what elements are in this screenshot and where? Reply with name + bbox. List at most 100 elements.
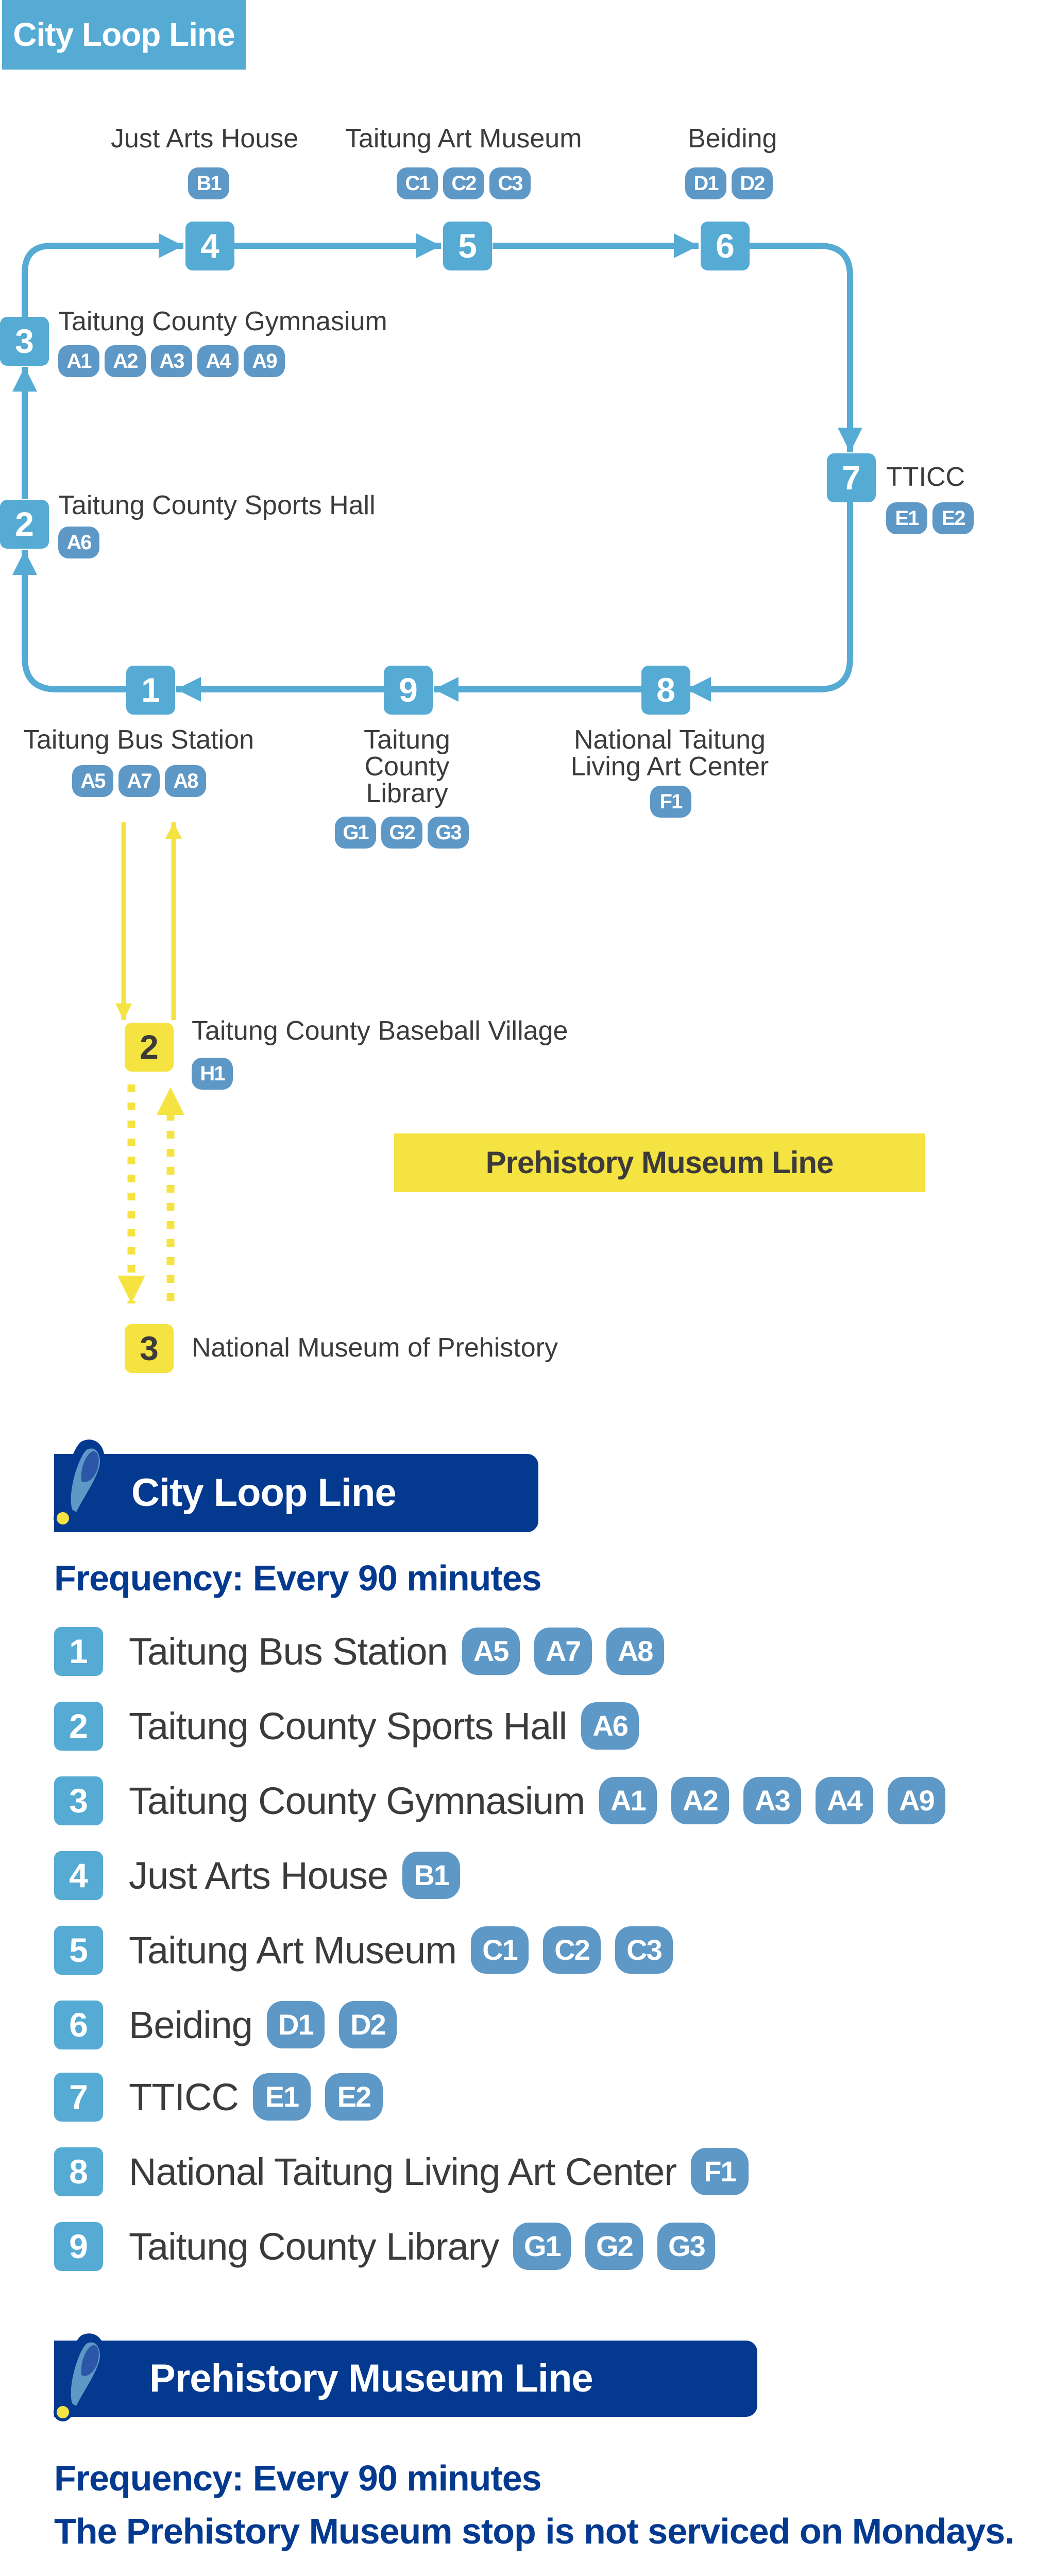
map-station-4-marker[interactable]: 4: [185, 222, 234, 270]
station-name: Taitung County Library: [129, 2225, 499, 2268]
map-station-3-name: Taitung County Gymnasium: [58, 307, 387, 336]
stop-badge: B1: [188, 167, 229, 199]
city-loop-list-item: 7 TTICC E1 E2: [54, 2071, 383, 2123]
map-station-6-name: Beiding: [688, 124, 777, 154]
loop-segment-6-7: [750, 243, 862, 452]
prehistory-frequency: Frequency: Every 90 minutes: [54, 2458, 542, 2498]
stop-badge: F1: [690, 2148, 749, 2195]
stop-badge: A9: [244, 345, 285, 377]
name-line: Library: [366, 778, 448, 808]
prehistory-map-title: Prehistory Museum Line: [394, 1133, 925, 1192]
map-prehistory-station-2-marker[interactable]: 2: [125, 1023, 174, 1072]
stop-badge: F1: [650, 786, 691, 818]
stop-badge: A7: [534, 1628, 592, 1675]
name-line: Living Art Center: [570, 752, 769, 782]
stop-badge: G1: [513, 2223, 571, 2270]
stop-badge: A6: [581, 1702, 639, 1750]
city-loop-list-item: 6 Beiding D1 D2: [54, 1999, 397, 2050]
map-station-1-marker[interactable]: 1: [126, 666, 175, 715]
city-loop-list-item: 1 Taitung Bus Station A5 A7 A8: [54, 1625, 664, 1677]
station-stops: F1: [690, 2148, 749, 2195]
map-prehistory-station-3-name: National Museum of Prehistory: [192, 1333, 558, 1363]
map-station-6-stops: D1 D2: [685, 167, 773, 199]
stop-badge: A1: [599, 1777, 657, 1824]
stop-badge: A7: [118, 765, 160, 797]
map-station-7-marker[interactable]: 7: [827, 453, 876, 502]
stop-badge: A8: [165, 765, 206, 797]
prehistory-section-title: Prehistory Museum Line: [149, 2357, 593, 2400]
stop-badge: G3: [428, 817, 469, 849]
stop-badge: E2: [325, 2073, 383, 2121]
stop-badge: D1: [685, 167, 726, 199]
city-loop-list-item: 2 Taitung County Sports Hall A6: [54, 1700, 639, 1752]
map-station-8-stops: F1: [650, 786, 691, 818]
map-station-6-marker[interactable]: 6: [701, 222, 750, 270]
city-loop-list-item: 4 Just Arts House B1: [54, 1850, 461, 1901]
stop-badge: H1: [192, 1058, 233, 1090]
name-line: Taitung: [364, 725, 450, 755]
station-name: Taitung County Sports Hall: [129, 1704, 567, 1748]
map-station-7-name: TTICC: [886, 462, 965, 492]
map-station-3-marker[interactable]: 3: [0, 317, 49, 366]
prehistory-notice: The Prehistory Museum stop is not servic…: [54, 2511, 1015, 2551]
map-station-5-marker[interactable]: 5: [443, 222, 492, 270]
station-name: TTICC: [129, 2075, 239, 2119]
stop-badge: A3: [151, 345, 192, 377]
map-station-3-stops: A1 A2 A3 A4 A9: [58, 345, 285, 377]
pin-marker-icon: [54, 1439, 105, 1528]
stop-badge: C1: [397, 167, 438, 199]
map-station-2-marker[interactable]: 2: [0, 500, 49, 549]
station-stops: D1 D2: [266, 2001, 397, 2048]
map-prehistory-station-3-marker[interactable]: 3: [125, 1324, 174, 1373]
station-stops: G1 G2 G3: [513, 2223, 716, 2270]
station-name: Taitung Art Museum: [129, 1928, 457, 1972]
map-station-9-stops: G1 G2 G3: [335, 817, 469, 849]
stop-badge: A8: [606, 1628, 664, 1675]
stop-badge: D2: [338, 2001, 397, 2048]
stop-badge: E1: [886, 502, 927, 534]
stop-badge: B1: [402, 1852, 461, 1899]
map-prehistory-station-2-stops: H1: [192, 1058, 233, 1090]
city-loop-section-title: City Loop Line: [131, 1471, 397, 1515]
station-number: 8: [54, 2147, 103, 2196]
station-number: 3: [54, 1776, 103, 1825]
map-station-8-name: National Taitung Living Art Center: [546, 726, 793, 780]
pin-marker-icon: [54, 2333, 105, 2421]
stop-badge: G3: [657, 2223, 716, 2270]
station-name: Taitung County Gymnasium: [129, 1779, 585, 1822]
station-number: 5: [54, 1925, 103, 1975]
station-stops: A5 A7 A8: [462, 1628, 664, 1675]
city-loop-section-banner: City Loop Line: [54, 1454, 538, 1532]
city-loop-list-item: 5 Taitung Art Museum C1 C2 C3: [54, 1924, 673, 1976]
station-stops: A6: [581, 1702, 639, 1750]
stop-badge: A5: [72, 765, 113, 797]
stop-badge: A2: [671, 1777, 729, 1824]
map-station-9-name: Taitung County Library: [330, 726, 484, 807]
stop-badge: C3: [489, 167, 531, 199]
stop-badge: E2: [932, 502, 974, 534]
loop-segment-7-8: [686, 499, 853, 702]
station-number: 1: [54, 1626, 103, 1676]
stop-badge: C2: [443, 167, 484, 199]
map-station-9-marker[interactable]: 9: [384, 666, 433, 715]
city-loop-list-item: 3 Taitung County Gymnasium A1 A2 A3 A4 A…: [54, 1775, 945, 1826]
station-number: 2: [54, 1701, 103, 1751]
station-stops: B1: [402, 1852, 461, 1899]
map-station-8-marker[interactable]: 8: [641, 666, 690, 715]
map-station-7-stops: E1 E2: [886, 502, 974, 534]
map-station-1-stops: A5 A7 A8: [72, 765, 206, 797]
map-prehistory-station-2-name: Taitung County Baseball Village: [192, 1016, 568, 1046]
city-loop-map-title: City Loop Line: [2, 0, 246, 70]
stop-badge: C3: [615, 1926, 673, 1974]
prehistory-section-banner: Prehistory Museum Line: [54, 2341, 757, 2417]
station-stops: C1 C2 C3: [470, 1926, 673, 1974]
stop-badge: G2: [585, 2223, 643, 2270]
city-loop-frequency: Frequency: Every 90 minutes: [54, 1558, 542, 1598]
stop-badge: A9: [887, 1777, 945, 1824]
station-stops: E1 E2: [252, 2073, 383, 2121]
stop-badge: A2: [105, 345, 146, 377]
name-line: National Taitung: [574, 725, 766, 755]
stop-badge: D1: [266, 2001, 325, 2048]
station-name: Just Arts House: [129, 1854, 388, 1897]
city-loop-list-item: 8 National Taitung Living Art Center F1: [54, 2146, 749, 2197]
